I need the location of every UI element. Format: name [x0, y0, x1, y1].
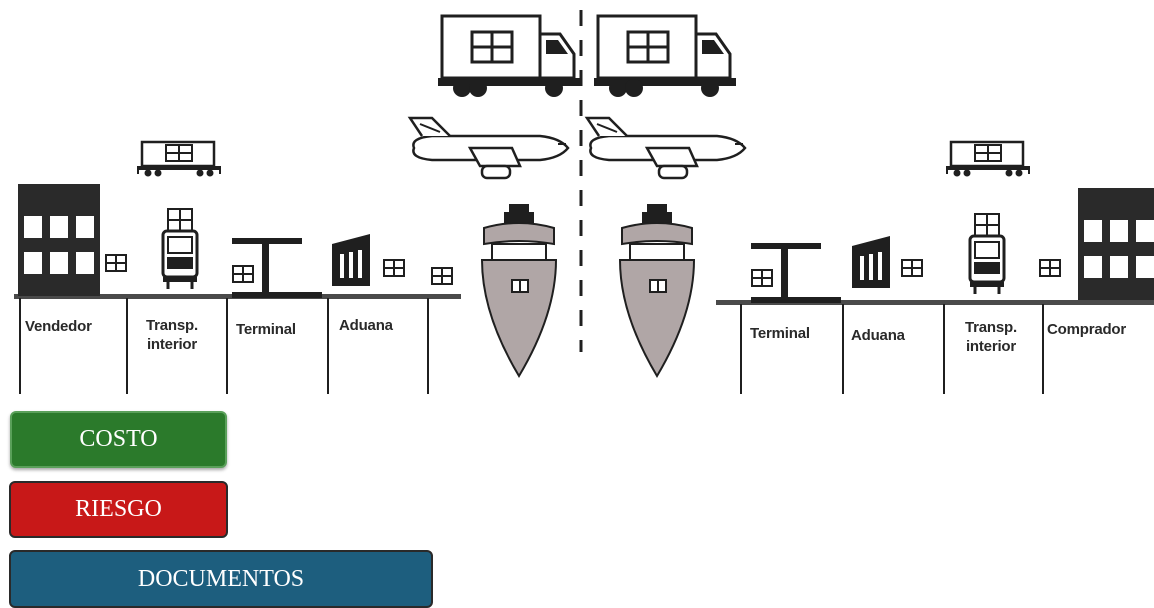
locomotive-icon: [161, 207, 199, 291]
crate-icon: [431, 267, 453, 285]
label-customs-buyer: Aduana: [851, 327, 905, 344]
crate-icon: [232, 265, 254, 283]
ship-icon: [619, 203, 695, 377]
label-customs-seller: Aduana: [339, 317, 393, 334]
risk-button[interactable]: RIESGO: [9, 481, 228, 538]
crate-icon: [105, 254, 127, 272]
label-inland-transport-buyer: Transp. interior: [965, 319, 1017, 355]
railcar-icon: [945, 140, 1031, 178]
truck-icon: [592, 14, 738, 99]
documents-button[interactable]: DOCUMENTOS: [9, 550, 433, 608]
label-buyer: Comprador: [1047, 321, 1127, 338]
incoterms-diagram: [14, 10, 1154, 394]
crate-icon: [751, 269, 773, 287]
seller-building-icon: [18, 184, 100, 296]
label-terminal-buyer: Terminal: [750, 325, 810, 342]
airplane-icon: [408, 116, 570, 180]
crate-icon: [1039, 259, 1061, 277]
buyer-building-icon: [1078, 188, 1154, 300]
truck-icon: [436, 14, 582, 99]
customs-warehouse-icon: [332, 234, 370, 286]
crate-icon: [383, 259, 405, 277]
ship-icon: [481, 203, 557, 377]
label-inland-transport-seller: Transp. interior: [146, 317, 198, 353]
label-seller: Vendedor: [25, 318, 92, 335]
crate-icon: [901, 259, 923, 277]
railcar-icon: [136, 140, 222, 178]
locomotive-icon: [968, 212, 1006, 296]
label-terminal-seller: Terminal: [236, 321, 296, 338]
airplane-icon: [585, 116, 747, 180]
customs-warehouse-icon: [852, 236, 890, 288]
cost-button[interactable]: COSTO: [10, 411, 227, 468]
